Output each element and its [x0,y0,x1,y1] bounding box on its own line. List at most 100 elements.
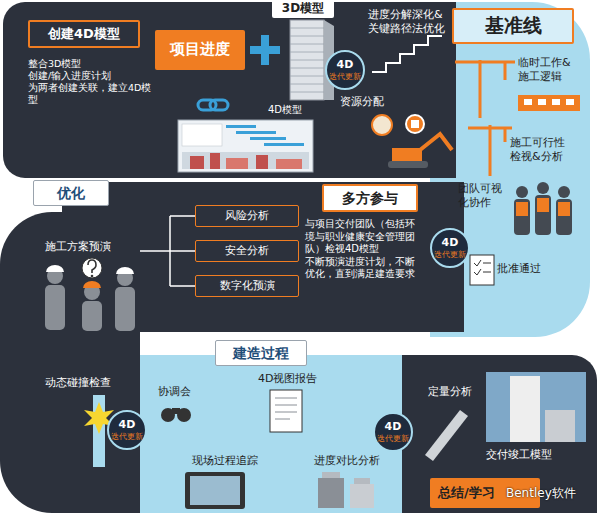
team-figures [514,199,530,235]
workers-figures [91,275,94,278]
as-built-photo [486,372,586,442]
label-text: 不断预演进度计划，不断优化，直到满足建造要求 [305,256,423,281]
tablet-icon [185,472,245,509]
schedule-screenshot [236,131,276,134]
band-left [0,212,140,513]
schedule-screenshot [276,159,302,169]
node-text: 总结/学习 [438,486,495,501]
link-icon [210,100,228,110]
node-text: 安全分析 [225,245,269,258]
compare-models [322,472,340,478]
label-text: 团队可视化协作 [458,182,506,210]
money-icon [411,120,419,128]
node-text: 迭代更新 [329,72,361,81]
tablet-icon [185,472,245,509]
as-built-photo [545,410,575,442]
process-box: 项目进度 [155,30,245,70]
label-text: 4D视图报告 [258,372,348,386]
iteration-circle: 4D迭代更新 [107,410,147,450]
process-box: 优化 [33,180,109,206]
band-bottom-right [402,355,597,513]
site-trailer [538,99,546,105]
schedule-screenshot [178,120,313,172]
ruler-icon [425,410,468,461]
node-text: 迭代更新 [111,432,143,441]
money-icon [372,115,424,135]
node-text: 基准线 [485,15,542,37]
site-trailer [524,99,532,105]
money-icon [372,115,392,135]
node-text: 项目进度 [170,41,230,58]
crane-icon [455,60,515,118]
team-figures [514,182,572,235]
label-text: 检视&分析 [510,150,594,164]
label-text: 进度对比分析 [314,454,404,468]
node-text: 优化 [57,185,85,201]
watermark: Bentley软件 [506,486,596,501]
schedule-screenshot [178,120,313,172]
link-icon [198,100,228,110]
node-text: 4D [337,59,354,72]
workers-figures [116,267,134,274]
label-text: 进度分解深化& [368,8,468,22]
node-text: 数字化预演 [220,280,275,293]
crane-icon [468,125,512,176]
schedule-screenshot [226,158,248,169]
team-figures [558,202,570,216]
as-built-photo [510,376,540,442]
team-figures [556,199,572,235]
workers-figures [88,260,96,273]
node-text: 建造过程 [233,345,289,361]
label-text: 施工逻辑 [518,70,594,84]
label-text: 临时工作& [518,56,594,70]
node-text: 风险分析 [225,210,269,223]
process-box: 创建4D模型 [28,20,140,48]
team-figures [516,202,528,216]
label-text: 创建/输入进度计划 [28,70,152,82]
compare-models [354,478,370,484]
process-box: 3D模型 [272,0,334,18]
workers-figures [115,287,135,331]
site-trailer [566,99,574,105]
node-text: 4D [385,421,402,434]
label-text: 整合3D模型 [28,58,152,70]
stairs-icon [372,36,442,72]
site-trailer [552,99,560,105]
process-box: 建造过程 [215,340,307,366]
schedule-screenshot [182,152,309,169]
node-text: 4D [442,237,459,250]
compare-models [350,484,374,508]
schedule-screenshot [190,156,204,169]
process-box: 多方参与 [322,184,418,212]
node-text: 4D [119,419,136,432]
band-left [0,212,140,513]
excavator-icon [392,148,422,161]
money-icon [406,115,424,133]
band-bottom-right [402,355,597,513]
process-box: 风险分析 [195,205,299,227]
label-text: 动态碰撞检查 [45,376,135,390]
schedule-screenshot [250,137,286,140]
iteration-circle: 4D迭代更新 [373,412,413,452]
compare-models [318,472,374,508]
label-text: 为两者创建关联，建立4D模型 [28,82,152,106]
workers-figures [82,258,102,278]
checklist-icon [470,255,494,285]
node-text: 创建4D模型 [48,27,120,42]
label-text: 施工可行性 [510,136,594,150]
compare-models [318,478,344,508]
checklist-icon [474,260,491,275]
schedule-screenshot [256,155,268,169]
as-built-photo [486,372,586,442]
label-text: 与项目交付团队（包括环境与职业健康安全管理团队）检视4D模型 [305,218,423,256]
tablet-icon [190,476,240,505]
process-box: 数字化预演 [195,275,299,297]
schedule-screenshot [226,125,256,128]
stairs-icon [372,36,442,72]
iteration-circle: 4D迭代更新 [325,50,365,90]
team-figures [537,198,549,212]
crane-icon [455,60,515,176]
label-text: 与项目交付团队（包括环境与职业健康安全管理团队）检视4D模型 不断预演进度计划，… [305,218,423,281]
label-text: 进度分解深化& 关键路径法优化 [368,8,468,36]
